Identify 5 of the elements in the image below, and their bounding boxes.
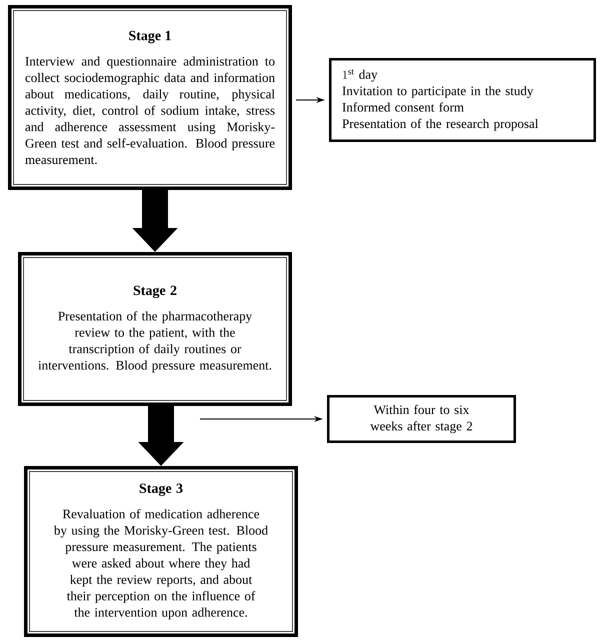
- stage-box: Stage 1 Interview and questionnaire administration to collect sociodemographic data and information about medications, daily routine, physical activity, diet, control of sodium intake, stress and adherence assessment using Morisky-Green test and self-evaluation. Blood pressure measurement.: [8, 5, 292, 190]
- note-box: $1^{\text{st}}\text{ day}$ Invitation to participate in the study Informed consent form Presentation of the research proposal: [329, 58, 596, 142]
- stage-box: Stage 3 Revaluation of medication adherence by using the Morisky-Green test. Blood pressure measurement. The patients were asked about where they had kept the review reports, and about their perception on the influence of the intervention upon adherence.: [24, 466, 298, 637]
- stage-box: Stage 2 Presentation of the pharmacotherapy review to the patient, with the transcription of daily routines or interventions. Blood pressure measurement.: [18, 252, 292, 406]
- note-box: Within four to six weeks after stage 2: [327, 395, 516, 443]
